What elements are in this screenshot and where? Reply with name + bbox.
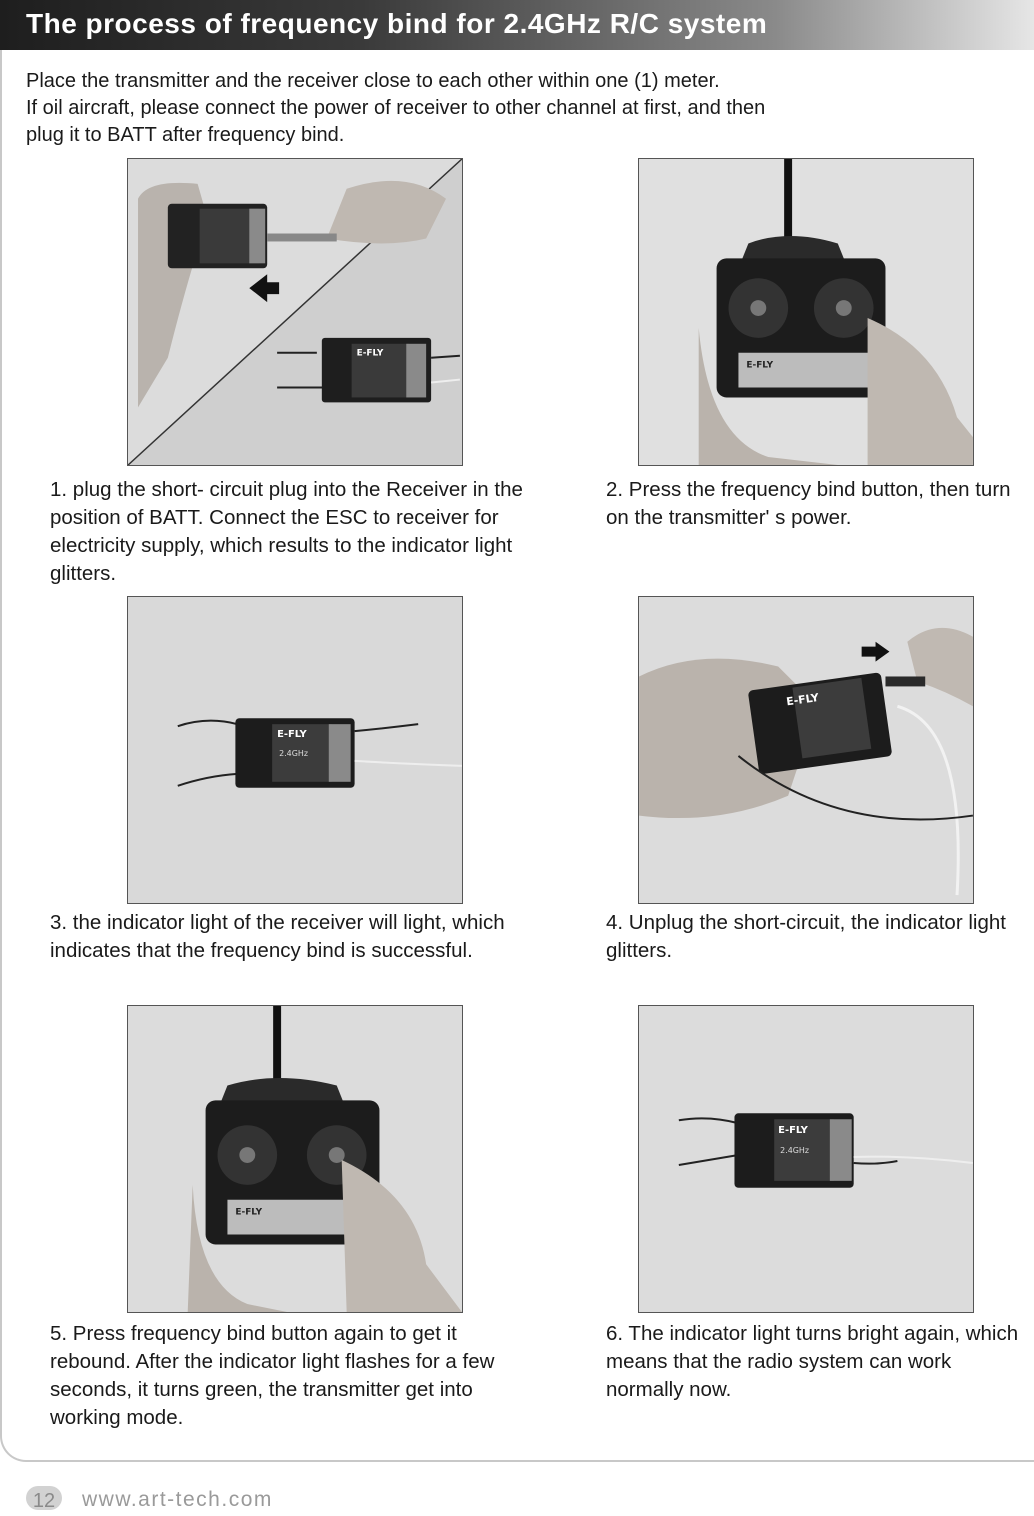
step-3-caption: 3. the indicator light of the receiver w… (50, 911, 505, 962)
model-label: 2.4GHz (780, 1146, 809, 1155)
step-2-photo: E-FLY (638, 158, 974, 466)
step-6-photo: E-FLY 2.4GHz (638, 1005, 974, 1313)
model-label: 2.4GHz (279, 749, 308, 758)
step-1-photo: E-FLY (127, 158, 463, 466)
brand-label: E-FLY (277, 729, 307, 740)
intro-line: Place the transmitter and the receiver c… (26, 70, 720, 92)
footer-url: www.art-tech.com (82, 1488, 273, 1511)
step-2-caption: 2. Press the frequency bind button, then… (606, 478, 1011, 529)
step-3-photo: E-FLY 2.4GHz (127, 596, 463, 904)
step-1-caption: 1. plug the short- circuit plug into the… (50, 478, 523, 585)
page-number: 12 (26, 1486, 62, 1512)
page-frame (0, 50, 1034, 1462)
intro-line: If oil aircraft, please connect the powe… (26, 97, 766, 119)
page-title: The process of frequency bind for 2.4GHz… (26, 8, 768, 39)
brand-label: E-FLY (746, 361, 773, 371)
step-4-photo: E-FLY (638, 596, 974, 904)
brand-label: E-FLY (778, 1125, 808, 1136)
intro-line: plug it to BATT after frequency bind. (26, 124, 345, 146)
step-5-caption: 5. Press frequency bind button again to … (50, 1322, 495, 1429)
brand-label: E-FLY (235, 1208, 262, 1218)
step-6-caption: 6. The indicator light turns bright agai… (606, 1322, 1019, 1401)
header-bar: The process of frequency bind for 2.4GHz… (0, 0, 1034, 50)
step-4-caption: 4. Unplug the short-circuit, the indicat… (606, 911, 1006, 962)
brand-label: E-FLY (786, 691, 820, 708)
brand-label: E-FLY (357, 349, 384, 359)
intro-text: Place the transmitter and the receiver c… (26, 68, 926, 149)
step-5-photo: E-FLY (127, 1005, 463, 1313)
